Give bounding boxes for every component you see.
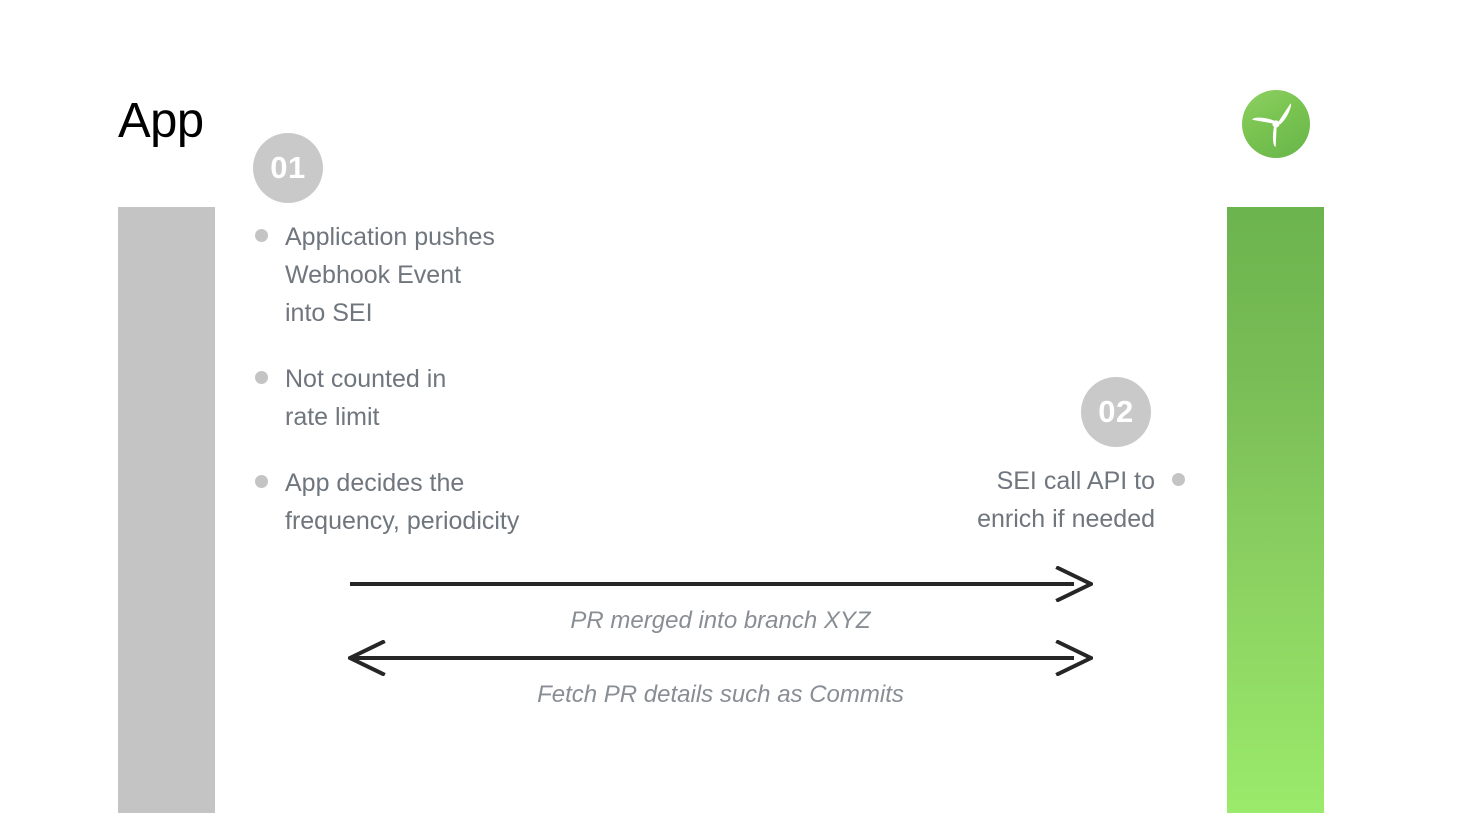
bullet-text: App decides the frequency, periodicity (285, 469, 520, 535)
list-item: SEI call API to enrich if needed (900, 462, 1185, 538)
bullet-dot-icon (255, 371, 268, 384)
app-lifeline-bar (118, 207, 215, 813)
list-item: Application pushes Webhook Event into SE… (255, 218, 685, 332)
message-arrow-1: PR merged into branch XYZ (348, 566, 1093, 638)
list-item: Not counted in rate limit (255, 360, 685, 436)
list-item: App decides the frequency, periodicity (255, 464, 685, 540)
bullet-text: Application pushes Webhook Event into SE… (285, 223, 495, 327)
bullet-text: SEI call API to enrich if needed (977, 467, 1155, 533)
sei-lifeline-bar (1227, 207, 1324, 813)
page-title: App (118, 94, 204, 148)
step-badge-02: 02 (1081, 377, 1151, 447)
propeller-logo-icon (1241, 89, 1311, 159)
message-arrow-2-label: Fetch PR details such as Commits (537, 681, 904, 708)
bullet-dot-icon (1172, 473, 1185, 486)
bullet-dot-icon (255, 475, 268, 488)
sei-bullet-list: SEI call API to enrich if needed (900, 462, 1185, 538)
step-badge-01: 01 (253, 133, 323, 203)
message-arrow-1-label: PR merged into branch XYZ (570, 607, 871, 634)
bullet-text: Not counted in rate limit (285, 365, 447, 431)
message-arrow-2: Fetch PR details such as Commits (348, 640, 1093, 712)
arrow-left-right-icon (348, 640, 1093, 676)
app-bullet-list: Application pushes Webhook Event into SE… (255, 218, 685, 540)
arrow-right-icon (350, 566, 1093, 602)
bullet-dot-icon (255, 229, 268, 242)
